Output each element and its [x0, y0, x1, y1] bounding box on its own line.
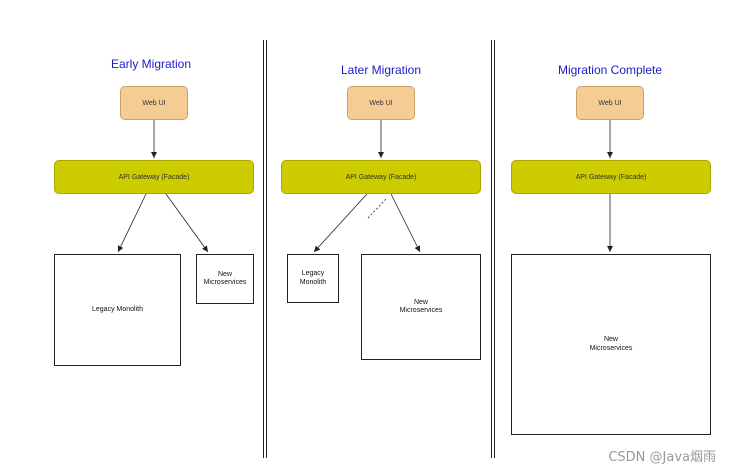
- panel-2-microservices-box[interactable]: New Microservices: [361, 254, 481, 360]
- panel-1-title: Early Migration: [110, 57, 192, 71]
- panel-1-microservices-box[interactable]: New Microservices: [196, 254, 254, 304]
- panel-3-title: Migration Complete: [557, 63, 663, 77]
- panel-1-api-gateway-box[interactable]: API Gateway (Facade): [54, 160, 254, 194]
- panel-3-api-gateway-box[interactable]: API Gateway (Facade): [511, 160, 711, 194]
- panel-2-arrow-gateway-to-legacy: [313, 193, 368, 253]
- panel-1-legacy-monolith-box[interactable]: Legacy Monolith: [54, 254, 181, 366]
- csdn-watermark: CSDN @Java烟雨: [608, 450, 716, 465]
- panel-2-web-ui-box[interactable]: Web UI: [347, 86, 415, 120]
- panel-2-arrow-gateway-to-micro: [390, 193, 421, 253]
- panel-1-arrow-gateway-to-micro: [165, 193, 209, 253]
- panel-3-web-ui-box[interactable]: Web UI: [576, 86, 644, 120]
- panel-1-web-ui-box[interactable]: Web UI: [120, 86, 188, 120]
- panel-2-title: Later Migration: [340, 63, 422, 77]
- panel-1-arrow-gateway-to-legacy: [117, 193, 147, 253]
- panel-2-dotted-line: [367, 197, 388, 219]
- divider-1a: [263, 40, 264, 458]
- panel-2-legacy-monolith-box[interactable]: Legacy Monolith: [287, 254, 339, 303]
- panel-3-microservices-box[interactable]: New Microservices: [511, 254, 711, 435]
- divider-2a: [491, 40, 492, 458]
- divider-2b: [494, 40, 495, 458]
- divider-1b: [266, 40, 267, 458]
- panel-2-api-gateway-box[interactable]: API Gateway (Facade): [281, 160, 481, 194]
